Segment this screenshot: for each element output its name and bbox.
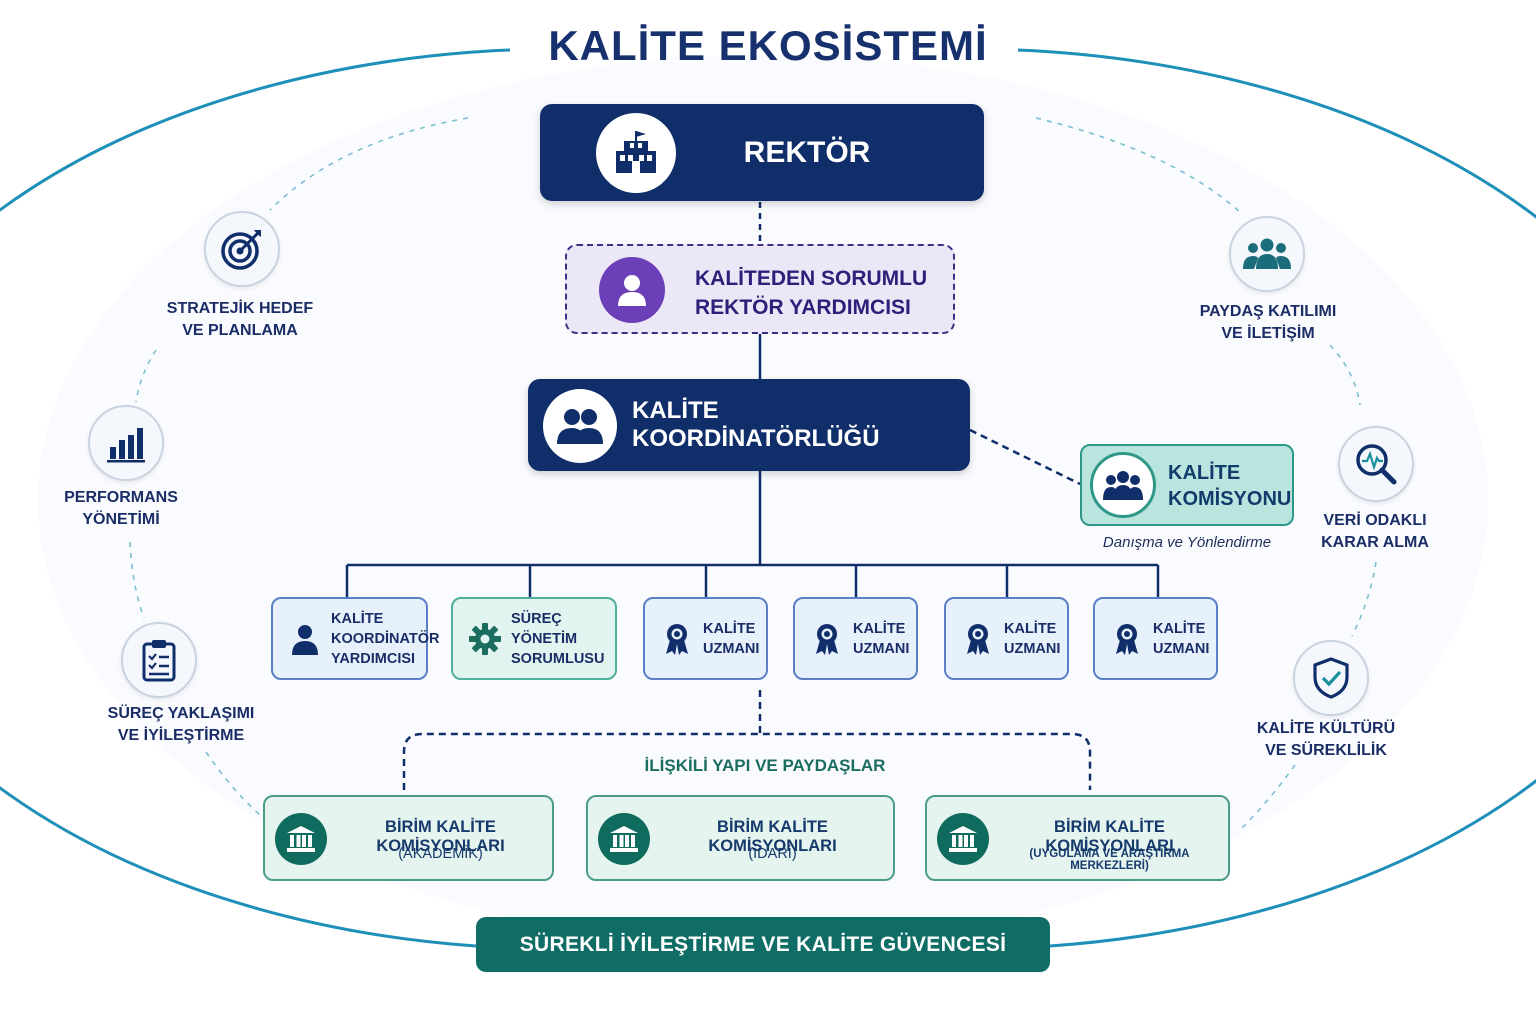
vice-rector-box[interactable]: KALİTEDEN SORUMLU REKTÖR YARDIMCISI bbox=[565, 244, 955, 334]
people-icon[interactable] bbox=[1229, 216, 1305, 292]
institution-icon bbox=[937, 813, 989, 865]
quality-commission-box[interactable]: KALİTE KOMİSYONU bbox=[1080, 444, 1294, 526]
side-label: YÖNETİMİ bbox=[82, 511, 160, 528]
staff-label: KALİTE bbox=[853, 620, 906, 637]
award-ribbon-icon bbox=[1109, 621, 1145, 657]
institution-icon bbox=[275, 813, 327, 865]
unit-subtitle: (UYGULAMA VE ARAŞTIRMA MERKEZLERİ) bbox=[1029, 848, 1190, 872]
commission-line2: KOMİSYONU bbox=[1168, 488, 1292, 510]
staff-box-quality-expert-1[interactable]: KALİTE UZMANI bbox=[643, 597, 768, 680]
side-label: VE SÜREKLİLİK bbox=[1265, 742, 1387, 759]
side-label: VE İLETİŞİM bbox=[1221, 325, 1315, 342]
bar-chart-icon[interactable] bbox=[88, 405, 164, 481]
staff-label: UZMANI bbox=[1153, 640, 1210, 657]
staff-label: KALİTE bbox=[1004, 620, 1057, 637]
staff-label: KOORDİNATÖR bbox=[331, 630, 440, 647]
rektor-label: REKTÖR bbox=[743, 135, 871, 169]
coordinator-box[interactable]: KALİTE KOORDİNATÖRLÜĞÜ bbox=[528, 379, 970, 471]
staff-box-process-manager[interactable]: SÜREÇ YÖNETİM SORUMLUSU bbox=[451, 597, 617, 680]
side-label: STRATEJİK HEDEF bbox=[166, 300, 314, 317]
staff-label: UZMANI bbox=[853, 640, 910, 657]
side-label: KARAR ALMA bbox=[1321, 534, 1429, 551]
side-label: PAYDAŞ KATILIMI bbox=[1199, 303, 1337, 320]
side-item-stakeholder: PAYDAŞ KATILIMI VE İLETİŞİM bbox=[1158, 301, 1378, 345]
unit-subtitle: (AKADEMİK) bbox=[398, 846, 483, 862]
shield-check-icon[interactable] bbox=[1293, 640, 1369, 716]
page-title: KALİTE EKOSİSTEMİ bbox=[548, 22, 988, 69]
commission-subtitle: Danışma ve Yönlendirme bbox=[1102, 534, 1272, 551]
staff-label: UZMANI bbox=[703, 640, 760, 657]
unit-subtitle: (İDARİ) bbox=[748, 846, 797, 862]
unit-commission-administrative[interactable]: BİRİM KALİTE KOMİSYONLARI (İDARİ) bbox=[586, 795, 895, 881]
side-label: VE İYİLEŞTİRME bbox=[117, 727, 245, 744]
vice-rector-line2: REKTÖR YARDIMCISI bbox=[695, 296, 911, 319]
side-item-quality-culture: KALİTE KÜLTÜRÜ VE SÜREKLİLİK bbox=[1216, 718, 1436, 762]
side-label: PERFORMANS bbox=[64, 489, 178, 506]
footer-banner: SÜREKLİ İYİLEŞTİRME VE KALİTE GÜVENCESİ bbox=[476, 917, 1050, 972]
unit-commission-academic[interactable]: BİRİM KALİTE KOMİSYONLARI (AKADEMİK) bbox=[263, 795, 554, 881]
person-icon bbox=[599, 257, 665, 323]
staff-label: KALİTE bbox=[331, 610, 384, 627]
side-item-strategic-planning: STRATEJİK HEDEF VE PLANLAMA bbox=[130, 298, 350, 342]
institution-icon bbox=[598, 813, 650, 865]
side-item-process-improvement: SÜREÇ YAKLAŞIMI VE İYİLEŞTİRME bbox=[71, 703, 291, 747]
staff-label: KALİTE bbox=[1153, 620, 1206, 637]
staff-label: SÜREÇ YÖNETİM bbox=[511, 610, 578, 647]
coord-commission-line bbox=[969, 428, 1081, 486]
award-ribbon-icon bbox=[659, 621, 695, 657]
outer-ring-right bbox=[1017, 48, 1536, 948]
staff-label: UZMANI bbox=[1004, 640, 1061, 657]
side-item-performance: PERFORMANS YÖNETİMİ bbox=[11, 487, 231, 531]
award-ribbon-icon bbox=[809, 621, 845, 657]
side-label: VERİ ODAKLI bbox=[1323, 512, 1427, 529]
university-building-icon bbox=[596, 113, 676, 193]
person-icon bbox=[287, 621, 323, 657]
magnifier-analytics-icon[interactable] bbox=[1338, 426, 1414, 502]
left-dash-3 bbox=[129, 541, 145, 619]
rektor-box[interactable]: REKTÖR bbox=[540, 104, 984, 201]
clipboard-checklist-icon[interactable] bbox=[121, 622, 197, 698]
staff-label: YARDIMCISI bbox=[331, 650, 416, 667]
gear-icon bbox=[467, 621, 503, 657]
staff-box-quality-expert-3[interactable]: KALİTE UZMANI bbox=[944, 597, 1069, 680]
unit-title: BİRİM KALİTE KOMİSYONLARI bbox=[708, 818, 837, 855]
related-bracket bbox=[402, 690, 1092, 790]
group-icon bbox=[543, 389, 617, 463]
commission-line1: KALİTE bbox=[1168, 462, 1241, 484]
staff-box-quality-expert-4[interactable]: KALİTE UZMANI bbox=[1093, 597, 1218, 680]
right-dash-1 bbox=[1035, 117, 1241, 213]
ring-fill bbox=[38, 55, 1488, 945]
team-icon bbox=[1090, 452, 1156, 518]
related-structure-title: İLİŞKİLİ YAPI VE PAYDAŞLAR bbox=[644, 756, 886, 775]
left-dash-2 bbox=[135, 349, 157, 403]
right-dash-2 bbox=[1329, 344, 1361, 406]
side-label: SÜREÇ YAKLAŞIMI bbox=[107, 705, 255, 722]
side-label: KALİTE KÜLTÜRÜ bbox=[1256, 720, 1396, 737]
outer-ring-left bbox=[0, 48, 511, 948]
staff-label: KALİTE bbox=[703, 620, 756, 637]
staff-box-quality-expert-2[interactable]: KALİTE UZMANI bbox=[793, 597, 918, 680]
award-ribbon-icon bbox=[960, 621, 996, 657]
staff-label: SORUMLUSU bbox=[511, 650, 605, 667]
right-dash-3 bbox=[1351, 561, 1377, 637]
unit-commission-research-centers[interactable]: BİRİM KALİTE KOMİSYONLARI (UYGULAMA VE A… bbox=[925, 795, 1230, 881]
target-icon[interactable] bbox=[204, 211, 280, 287]
unit-title: BİRİM KALİTE KOMİSYONLARI bbox=[376, 818, 505, 855]
side-label: VE PLANLAMA bbox=[182, 322, 298, 339]
staff-box-coordinator-assistant[interactable]: KALİTE KOORDİNATÖR YARDIMCISI bbox=[271, 597, 439, 680]
side-item-data-driven: VERİ ODAKLI KARAR ALMA bbox=[1265, 510, 1485, 554]
vice-rector-line1: KALİTEDEN SORUMLU bbox=[695, 267, 928, 290]
coordinator-label: KALİTE KOORDİNATÖRLÜĞÜ bbox=[632, 397, 880, 452]
unit-title: BİRİM KALİTE KOMİSYONLARI bbox=[1045, 818, 1174, 855]
